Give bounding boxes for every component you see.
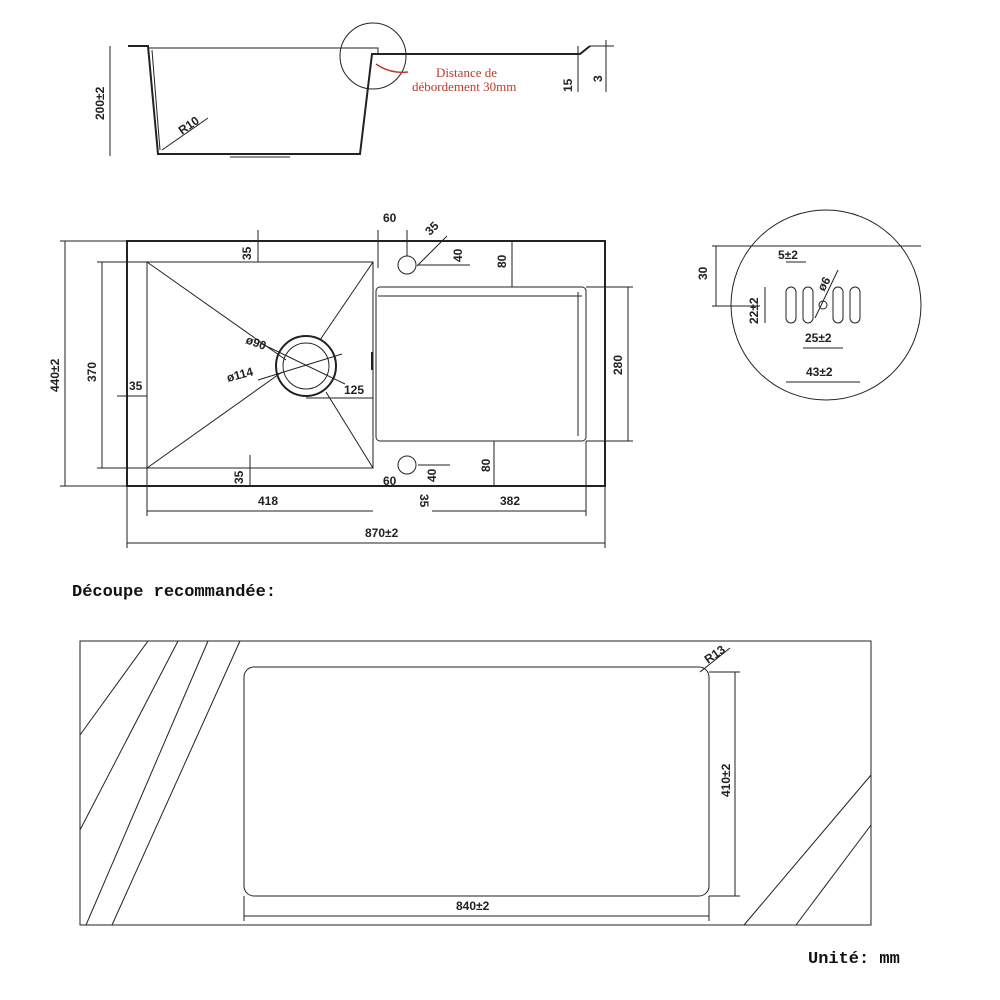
bowl-outline <box>146 261 374 469</box>
detail-callout-circle <box>339 22 407 90</box>
dim-870-label: 870±2 <box>365 526 399 540</box>
hatch-4 <box>111 640 241 926</box>
dim-35-bottom-label: 35 <box>232 470 246 484</box>
hatch-3 <box>85 640 209 926</box>
side-rim <box>148 47 379 54</box>
dim-60-bottom-label: 60 <box>383 474 397 488</box>
top-view: ø90 ø114 125 35 60 40 80 40 80 60 35 35 … <box>48 211 633 548</box>
overflow-slot-3 <box>832 286 844 324</box>
bowl-slope-br <box>325 391 374 469</box>
detail-dim-30: 30 <box>696 266 710 280</box>
dim-80-bottom-label: 80 <box>479 458 493 472</box>
detail-dim-25: 25±2 <box>805 331 832 345</box>
dim-418-label: 418 <box>258 494 278 508</box>
dim-60-top-label: 60 <box>383 211 397 225</box>
detail-6-leader <box>814 269 839 319</box>
dim-15-label: 15 <box>561 78 575 92</box>
overflow-slot-2 <box>802 286 814 324</box>
countertop-outline <box>79 640 872 926</box>
overflow-slot-1 <box>785 286 797 324</box>
dim-125-label: 125 <box>344 383 364 397</box>
detail-dim-43: 43±2 <box>806 365 833 379</box>
drain-114-label: ø114 <box>225 364 255 385</box>
overflow-slot-4 <box>849 286 861 324</box>
dim-80-top-label: 80 <box>495 254 509 268</box>
dim-35-left-label: 35 <box>129 379 143 393</box>
dim-382-label: 382 <box>500 494 520 508</box>
dim-35-hole-label: 35 <box>422 219 442 239</box>
cutout-view: R13 840±2 410±2 <box>79 640 872 926</box>
detail-dim-22: 22±2 <box>747 297 761 324</box>
detail-circle <box>730 209 922 401</box>
radius-label: R10 <box>176 113 202 137</box>
drain-90-label: ø90 <box>244 333 269 353</box>
faucet-hole-bottom <box>397 455 417 475</box>
dim-200-label: 200±2 <box>93 86 107 120</box>
overflow-leader <box>375 63 409 74</box>
dim-35-top-label: 35 <box>240 246 254 260</box>
side-view: 200±2 R10 Distance de débordement 30mm 1… <box>93 22 614 158</box>
dim-3-label: 3 <box>591 75 605 82</box>
detail-dim-6: ø6 <box>814 274 833 293</box>
bowl-slope-bl <box>146 371 283 469</box>
cutout-height-label: 410±2 <box>719 763 733 797</box>
hatch-1 <box>79 640 149 736</box>
overflow-note-2: débordement 30mm <box>412 79 516 94</box>
drain-inner <box>282 342 330 390</box>
overflow-note-1: Distance de <box>436 65 497 80</box>
sink-outline <box>126 240 606 487</box>
hatch-5 <box>743 774 872 926</box>
hatch-2 <box>79 640 179 831</box>
dim-40-bottom-label: 40 <box>425 468 439 482</box>
hole-35-leader <box>416 235 448 267</box>
drainer-area <box>375 286 587 442</box>
unit-label: Unité: mm <box>808 950 900 969</box>
side-profile <box>128 45 591 155</box>
dim-35-bottom2-label: 35 <box>417 494 431 508</box>
cutout-heading: Découpe recommandée: <box>72 583 277 602</box>
hatch-6 <box>795 824 872 926</box>
dim-440-label: 440±2 <box>48 358 62 392</box>
dim-280-label: 280 <box>611 355 625 375</box>
cutout-width-label: 840±2 <box>456 899 490 913</box>
dim-370-label: 370 <box>85 362 99 382</box>
detail-dim-5: 5±2 <box>778 248 798 262</box>
drain-114-leader <box>257 353 343 381</box>
radius-leader <box>161 117 209 151</box>
drain-90-leader <box>261 343 346 385</box>
cutout-radius-leader <box>699 647 731 673</box>
cutout-radius-label: R13 <box>702 642 728 666</box>
side-inner-wall <box>151 49 161 151</box>
bowl-slope-tl <box>146 261 287 361</box>
cutout-outline <box>243 666 710 897</box>
faucet-hole-top <box>397 255 417 275</box>
dim-40-top-label: 40 <box>451 248 465 262</box>
drain-outer <box>275 335 337 397</box>
bowl-slope-tr <box>319 261 374 341</box>
detail-view: 30 ø6 5±2 22±2 25±2 43±2 <box>696 209 922 401</box>
